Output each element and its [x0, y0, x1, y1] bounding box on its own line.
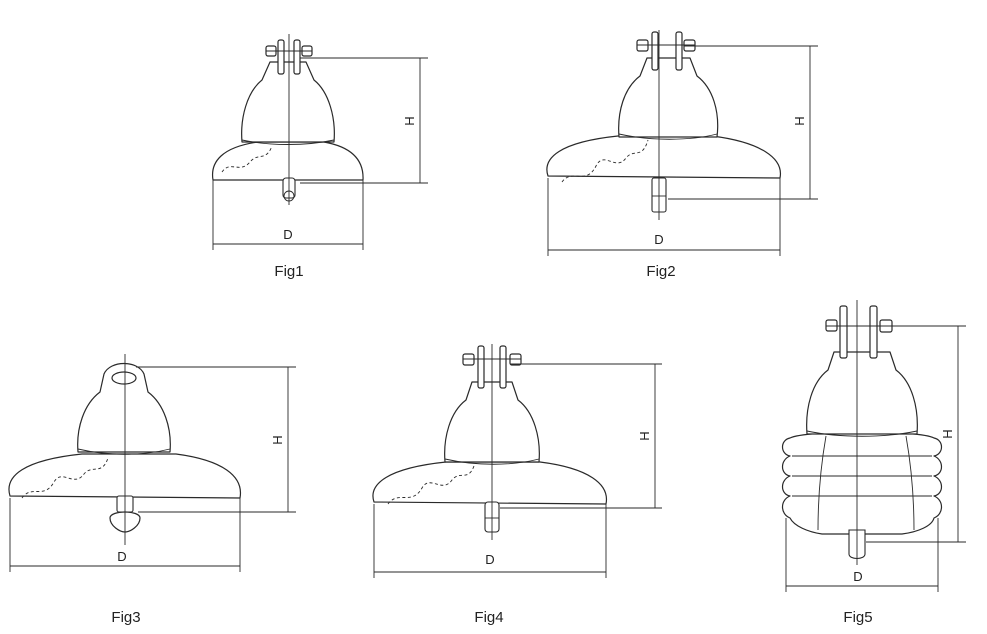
fig5-cap-rim	[806, 430, 918, 437]
fig5-caption: Fig5	[843, 609, 872, 626]
fig1-cap-rim	[241, 139, 335, 145]
figure-3: H D Fig3	[8, 354, 296, 626]
figure-1: H D Fig1	[211, 34, 428, 280]
figure-2: H D Fig2	[546, 30, 818, 280]
fig1-cap	[241, 61, 335, 143]
fig5-height-label: H	[940, 429, 955, 438]
fig2-clevis	[636, 31, 696, 71]
fig5-cap	[806, 351, 918, 435]
fig3-cement-line	[21, 457, 109, 499]
fig3-caption: Fig3	[111, 609, 140, 626]
figure-5: H D Fig5	[781, 300, 966, 626]
fig3-height-label: H	[270, 435, 285, 444]
fig4-width-label: D	[485, 552, 494, 567]
fig5-clevis	[825, 305, 893, 359]
fig4-caption: Fig4	[474, 609, 503, 626]
fig3-width-label: D	[117, 549, 126, 564]
fig5-width-label: D	[853, 569, 862, 584]
fig5-ribbed-body	[781, 431, 943, 535]
fig1-shed	[211, 141, 364, 181]
fig5-core	[817, 435, 915, 531]
figure-4: H D Fig4	[372, 344, 662, 626]
fig1-caption: Fig1	[274, 263, 303, 280]
fig2-shed	[546, 135, 781, 179]
fig4-clevis	[462, 345, 522, 389]
fig1-width-label: D	[283, 227, 292, 242]
fig2-height-label: H	[792, 116, 807, 125]
fig3-socket-eye	[111, 371, 137, 385]
fig2-caption: Fig2	[646, 263, 675, 280]
fig4-cement-line	[387, 465, 475, 505]
fig3-cap	[77, 362, 171, 453]
fig4-height-label: H	[637, 431, 652, 440]
fig4-cap-rim	[444, 458, 540, 465]
fig2-cap	[618, 57, 719, 138]
fig2-cap-rim	[618, 133, 718, 140]
fig2-width-label: D	[654, 232, 663, 247]
fig1-cement-line	[221, 145, 273, 173]
fig2-cement-line	[561, 139, 649, 183]
fig1-height-label: H	[402, 116, 417, 125]
